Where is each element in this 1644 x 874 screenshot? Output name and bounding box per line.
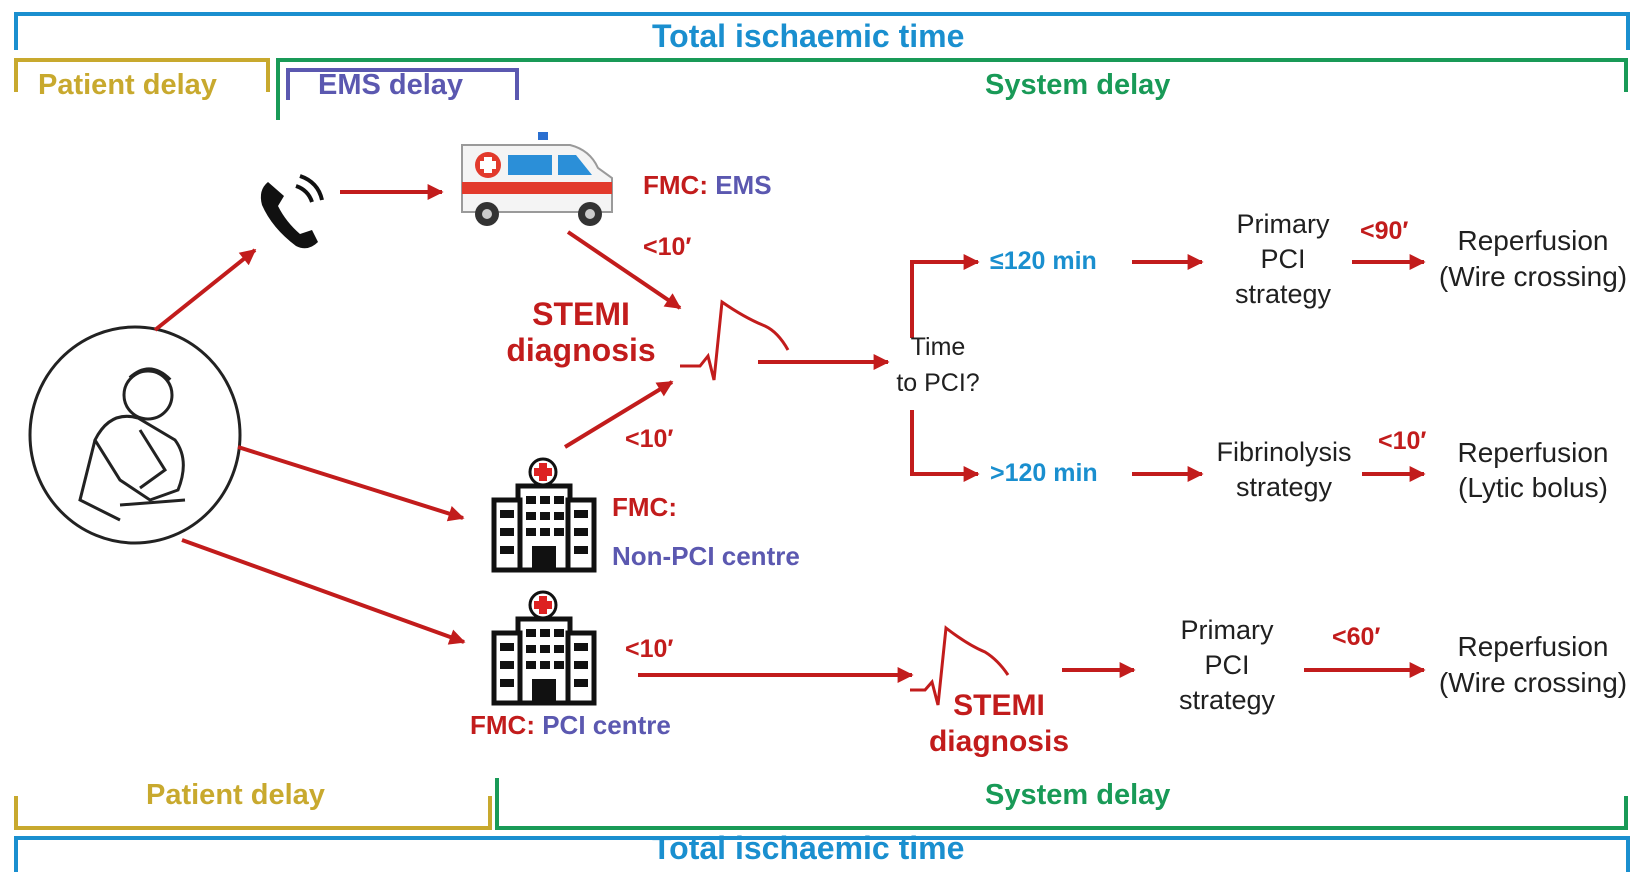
fmc-pci-centre-place: PCI centre: [542, 710, 671, 740]
non-pci-time-label: <10′: [625, 425, 674, 453]
lower-branch-time: <10′: [1378, 427, 1427, 455]
lower-strategy-line2: strategy: [1235, 472, 1333, 502]
fmc-pci-centre-label: FMC: PCI centre: [470, 710, 671, 740]
fmc-non-pci-place: Non-PCI centre: [612, 541, 800, 571]
arrow-decision-to-le120: [910, 254, 980, 338]
top-total-ischaemic-time-label: Total ischaemic time: [652, 18, 965, 54]
hospital-icon-non-pci: [491, 457, 597, 573]
lower-strategy-line1: Fibrinolysis: [1216, 437, 1352, 467]
hospital-icon-pci: [491, 590, 597, 706]
arrow-patient-to-pci: [181, 538, 466, 645]
ecg-icon-bottom: [910, 625, 1010, 706]
upper-outcome-line1: Reperfusion: [1457, 225, 1609, 256]
stemi-diagnosis-bottom-line2: diagnosis: [928, 725, 1070, 758]
top-system-delay-label: System delay: [985, 69, 1171, 101]
arrow-ambulance-to-ecg: [566, 230, 682, 310]
upper-branch-condition: ≤120 min: [990, 247, 1097, 275]
ambulance-icon: [461, 132, 613, 226]
fmc-ems-label: FMC: EMS: [643, 170, 772, 200]
fmc-non-pci-prefix: FMC:: [612, 492, 677, 522]
bottom-total-ischaemic-time-bracket: [14, 836, 1630, 872]
top-ems-delay-bracket: [286, 68, 519, 100]
bottom-patient-delay-bracket: [14, 796, 492, 830]
bottom-system-delay-bracket: [495, 778, 1628, 830]
top-patient-delay-bracket: [14, 58, 270, 92]
lower-branch-condition: >120 min: [990, 459, 1098, 487]
top-ems-delay-label: EMS delay: [318, 69, 464, 101]
fmc-ems-prefix: FMC:: [643, 170, 708, 200]
bottom-patient-delay-label: Patient delay: [146, 779, 325, 811]
arrow-patient-to-phone: [153, 248, 257, 332]
bottom-total-ischaemic-time-label: Total ischaemic time: [652, 830, 965, 866]
decision-line2: to PCI?: [896, 369, 980, 397]
bottom-outcome-line2: (Wire crossing): [1438, 667, 1628, 698]
stemi-diagnosis-bottom-line1: STEMI: [953, 689, 1045, 722]
upper-outcome-line2: (Wire crossing): [1438, 261, 1628, 292]
arrow-patient-to-non-pci: [237, 445, 465, 522]
fmc-ems-place: EMS: [715, 170, 772, 200]
upper-strategy-line3: strategy: [1234, 279, 1332, 309]
patient-chest-pain-icon: [28, 325, 242, 545]
fmc-pci-centre-prefix: FMC:: [470, 710, 535, 740]
arrow-non-pci-to-ecg: [563, 380, 674, 449]
top-system-delay-bracket: [276, 58, 1628, 120]
bottom-strategy-line3: strategy: [1178, 685, 1276, 715]
phone-icon: [260, 174, 324, 249]
upper-branch-time: <90′: [1360, 217, 1409, 245]
bottom-system-delay-label: System delay: [985, 779, 1171, 811]
decision-line1: Time: [910, 333, 966, 361]
bottom-strategy-line1: Primary: [1180, 615, 1274, 645]
ecg-icon-top: [680, 299, 790, 381]
bottom-outcome-line1: Reperfusion: [1457, 631, 1609, 662]
lower-outcome-line2: (Lytic bolus): [1458, 472, 1608, 503]
upper-strategy-line1: Primary: [1236, 209, 1330, 239]
top-patient-delay-label: Patient delay: [38, 69, 217, 101]
arrow-decision-to-gt120: [910, 410, 980, 482]
bottom-strategy-line2: PCI: [1204, 650, 1250, 680]
upper-strategy-line2: PCI: [1260, 244, 1306, 274]
pci-centre-time-label: <10′: [625, 635, 674, 663]
stemi-diagnosis-top-line2: diagnosis: [506, 332, 656, 368]
top-total-ischaemic-time-bracket: [14, 12, 1630, 50]
flow-arrows: [153, 184, 1426, 683]
ems-time-label: <10′: [643, 233, 692, 261]
lower-outcome-line1: Reperfusion: [1457, 437, 1609, 468]
stemi-diagnosis-top-line1: STEMI: [532, 296, 630, 332]
bottom-branch-time: <60′: [1332, 623, 1381, 651]
